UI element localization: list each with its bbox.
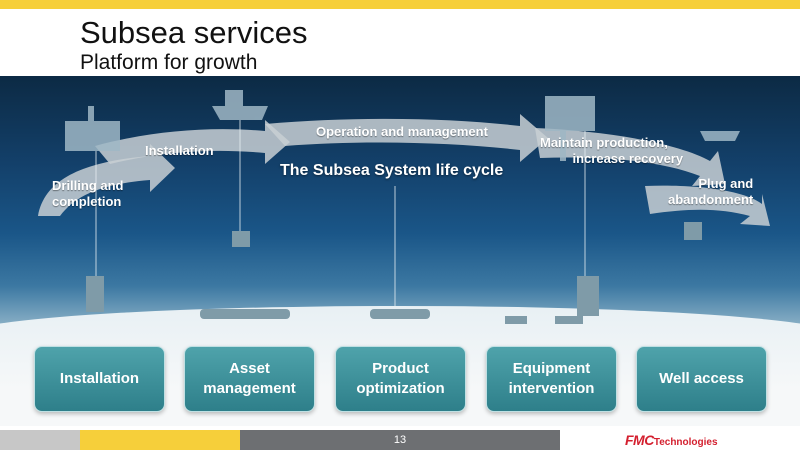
arrow-maintain [535,128,725,186]
tile-installation[interactable]: Installation [34,346,165,412]
plug-module [684,222,702,240]
tile-product-optimization[interactable]: Product optimization [335,346,466,412]
stage-label-plug: Plug and abandonment [668,176,754,208]
arrow-drilling [38,144,175,216]
logo-fmc: FMC [625,432,654,448]
stage-label-maintain: Maintain production, increase recovery [540,135,684,167]
page-number: 13 [393,434,407,446]
lifecycle-title: The Subsea System life cycle [280,162,504,179]
stage-label-drilling: Drilling and completion [52,178,124,210]
installation-vessel [212,106,268,120]
arrow-operation [265,114,548,162]
lifecycle-arrows [38,114,770,226]
arrow-installation [95,120,290,164]
stage-label-installation: Installation [145,143,214,158]
fmc-logo: FMCTechnologies [625,432,718,448]
footer-bar-gray [240,430,560,450]
module-frame [232,231,250,247]
subsea-equipment [65,90,740,324]
logo-technologies: Technologies [653,437,718,448]
tile-label: Well access [659,369,744,387]
tile-well-access[interactable]: Well access [636,346,767,412]
stage-label-operation: Operation and management [316,124,488,139]
production-platform [545,96,595,131]
wellhead-right [577,276,599,316]
tile-equipment-intervention[interactable]: Equipment intervention [486,346,617,412]
footer-bar-yellow [80,430,240,450]
tile-label: Installation [59,369,140,387]
page-title: Subsea services [80,15,308,50]
light-vessel [700,131,740,141]
tile-label: Asset management [203,359,296,397]
arrow-plug [645,185,770,226]
footer-bar-gray-left [0,430,80,450]
manifold-center [370,309,430,319]
manifold-left [200,309,290,319]
wellhead-left [86,276,104,312]
tile-label: Equipment intervention [508,359,595,397]
seabed-unit [505,316,527,324]
tile-asset-management[interactable]: Asset management [184,346,315,412]
page-subtitle: Platform for growth [80,51,258,74]
tile-label: Product optimization [356,359,445,397]
seabed-unit-2 [555,316,583,324]
top-accent-bar [0,0,800,9]
